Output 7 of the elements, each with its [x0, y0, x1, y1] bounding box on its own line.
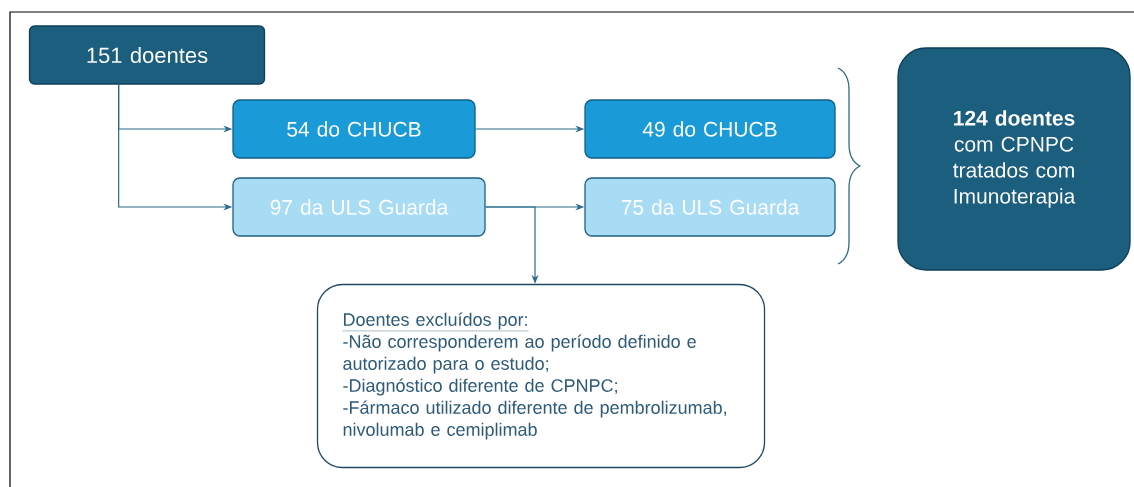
process-box: 151 doentes	[28, 25, 266, 85]
process-box: 54 do CHUCB	[232, 99, 476, 159]
process-box: 75 da ULS Guarda	[584, 177, 836, 237]
process-box: 97 da ULS Guarda	[232, 177, 486, 237]
note-box: Doentes excluídos por: -Não corresponderem ao período definido e autorizado para o estudo; -Diagnóstico diferente de CPNPC; -Fármaco utilizado diferente de pembrolizumab, nivolumab e cemiplimab	[316, 283, 766, 469]
process-box: 49 do CHUCB	[584, 99, 836, 159]
process-box: 124 doentes com CPNPC tratados com Imunoterapia	[897, 47, 1131, 271]
